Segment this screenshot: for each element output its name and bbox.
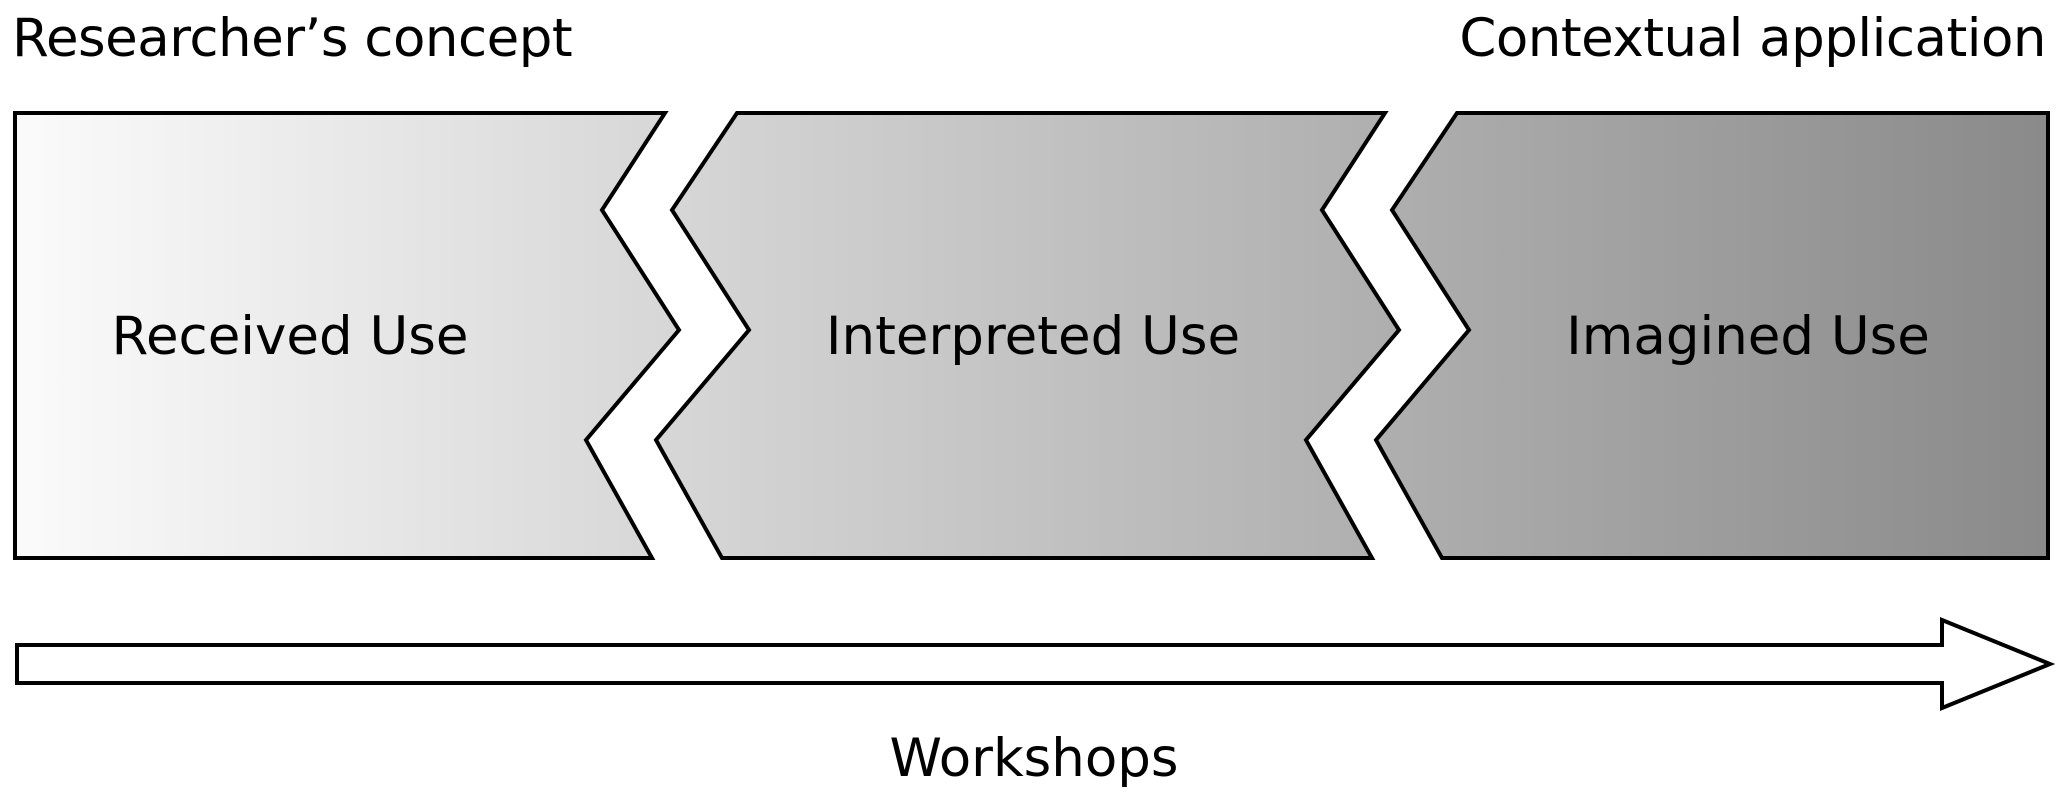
- stage-label-received-use: Received Use: [112, 306, 469, 367]
- workshops-label: Workshops: [889, 728, 1179, 789]
- stage-received-use-shape: [13, 111, 682, 560]
- stage-label-imagined-use: Imagined Use: [1566, 306, 1930, 367]
- stage-interpreted-use-shape: [653, 111, 1402, 560]
- workshops-progress-arrow: [15, 617, 2056, 711]
- researchers-concept-label: Researcher’s concept: [12, 8, 573, 69]
- stage-label-interpreted-use: Interpreted Use: [826, 306, 1240, 367]
- stage-imagined-use-shape: [1373, 111, 2050, 560]
- contextual-application-label: Contextual application: [1459, 8, 2046, 69]
